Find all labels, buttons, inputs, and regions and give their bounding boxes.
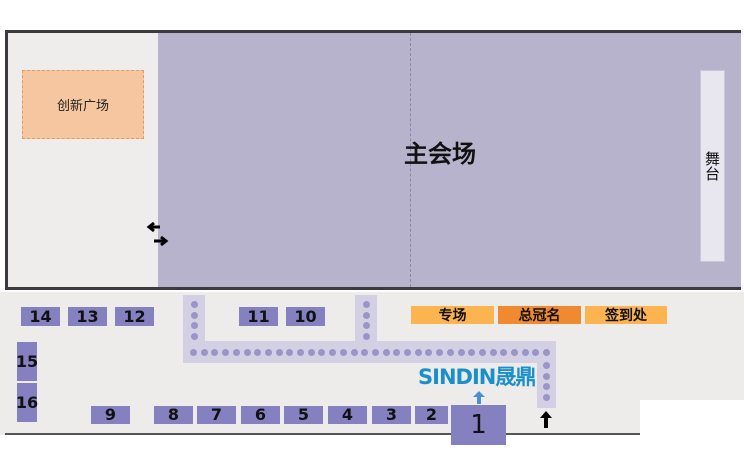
path-dot xyxy=(446,349,454,356)
booth-9[interactable]: 9 xyxy=(91,406,130,424)
path-dot xyxy=(521,349,529,356)
path-dot xyxy=(414,349,422,356)
path-dot xyxy=(307,349,315,356)
path-dot xyxy=(222,349,230,356)
path-dot xyxy=(543,372,550,380)
booth-12[interactable]: 12 xyxy=(115,307,154,326)
booth-13[interactable]: 13 xyxy=(68,307,107,326)
path-dot xyxy=(543,349,551,356)
path-dot xyxy=(363,322,370,329)
path-dot xyxy=(191,311,198,319)
path-dot xyxy=(489,349,497,356)
path-dot xyxy=(243,349,251,356)
wall xyxy=(5,433,640,435)
booth-1[interactable]: 1 xyxy=(451,405,506,445)
path-dot xyxy=(532,349,540,356)
path-dot xyxy=(543,393,550,401)
booth-8[interactable]: 8 xyxy=(154,406,193,424)
zone-special[interactable]: 专场 xyxy=(411,306,494,324)
booth-7[interactable]: 7 xyxy=(197,406,236,424)
path-dot xyxy=(191,332,198,340)
path-dot xyxy=(254,349,262,356)
booth-10[interactable]: 10 xyxy=(286,307,325,326)
path-dot xyxy=(363,301,370,308)
booth-11[interactable]: 11 xyxy=(239,307,278,326)
divider xyxy=(410,33,411,287)
path-dot xyxy=(211,349,219,356)
innovation-plaza[interactable]: 创新广场 xyxy=(22,70,144,139)
path-dot xyxy=(191,322,198,329)
path-dot xyxy=(200,349,208,356)
path-dot xyxy=(191,301,198,308)
path-dot xyxy=(318,349,326,356)
path-dot xyxy=(468,349,476,356)
path-dot xyxy=(297,349,304,356)
zone-title-sponsor[interactable]: 总冠名 xyxy=(498,306,581,324)
path-dot xyxy=(361,349,369,356)
booth-14[interactable]: 14 xyxy=(21,307,60,326)
booth-6[interactable]: 6 xyxy=(241,406,280,424)
path-dot xyxy=(275,349,283,356)
path-dot xyxy=(393,349,401,356)
exit-arrows-icon xyxy=(146,222,169,247)
path-dot xyxy=(543,383,550,390)
path-dot xyxy=(425,349,433,356)
path-dot xyxy=(511,349,518,356)
path-dot xyxy=(478,349,486,356)
path-dot xyxy=(382,349,390,356)
sindin-logo: SINDIN晟鼎 xyxy=(418,365,536,389)
booth-2[interactable]: 2 xyxy=(415,406,448,424)
stage[interactable]: 舞台 xyxy=(700,70,725,262)
arrow-up-icon xyxy=(473,391,485,404)
path-dot xyxy=(543,362,550,369)
path-dot xyxy=(436,349,444,356)
path-dot xyxy=(363,311,370,319)
booth-16[interactable]: 16 xyxy=(16,383,38,422)
entrance-arrow-icon xyxy=(540,411,552,428)
path-dot xyxy=(190,349,197,356)
booth-4[interactable]: 4 xyxy=(328,406,367,424)
outside-area xyxy=(640,400,744,457)
path-dot xyxy=(286,349,294,356)
booth-5[interactable]: 5 xyxy=(284,406,323,424)
route-path xyxy=(183,341,556,363)
path-dot xyxy=(404,349,411,356)
booth-15[interactable]: 15 xyxy=(16,342,38,381)
path-dot xyxy=(232,349,240,356)
path-dot xyxy=(371,349,379,356)
main-venue-title: 主会场 xyxy=(404,140,476,168)
path-dot xyxy=(339,349,347,356)
path-dot xyxy=(264,349,272,356)
zone-check-in[interactable]: 签到处 xyxy=(585,306,667,324)
path-dot xyxy=(329,349,337,356)
path-dot xyxy=(350,349,358,356)
booth-3[interactable]: 3 xyxy=(372,406,411,424)
path-dot xyxy=(363,332,370,340)
path-dot xyxy=(457,349,465,356)
main-venue[interactable] xyxy=(158,33,741,287)
path-dot xyxy=(500,349,508,356)
